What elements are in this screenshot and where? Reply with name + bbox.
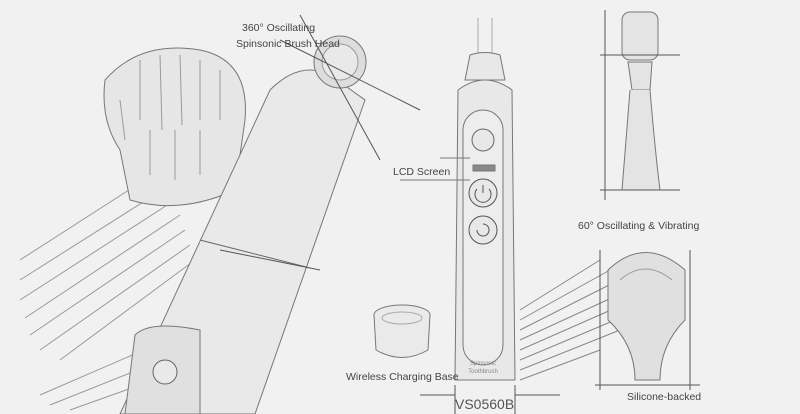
flower-logo-icon: [471, 128, 495, 152]
diagonal-toothbrush: [119, 14, 421, 414]
label-lcd-screen: LCD Screen: [393, 166, 451, 178]
handle-text-line2: Toothbrush: [468, 369, 498, 375]
power-icon: [474, 185, 492, 203]
label-charging-base: Wireless Charging Base: [346, 371, 459, 383]
handle-text-line1: Spinsonic: [469, 361, 496, 367]
left-brush-head: [103, 47, 246, 207]
silicone-brush-head: [595, 250, 700, 390]
label-silicone-backed: Silicone-backed: [627, 391, 702, 403]
label-oscillating-vibrating: 60° Oscillating & Vibrating: [578, 220, 700, 232]
center-toothbrush: [400, 18, 560, 414]
charging-base: [373, 304, 431, 358]
mode-cycle-icon: [476, 223, 490, 237]
model-number: VS0560B: [455, 396, 515, 412]
label-brush-head-line1: 360° Oscillating: [242, 22, 316, 34]
label-brush-head-line2: Spinsonic Brush Head: [236, 38, 340, 50]
hatch-center: [519, 259, 621, 381]
top-right-brush-head: [600, 10, 680, 200]
handle-text: Spinsonic Toothbrush: [460, 360, 506, 376]
